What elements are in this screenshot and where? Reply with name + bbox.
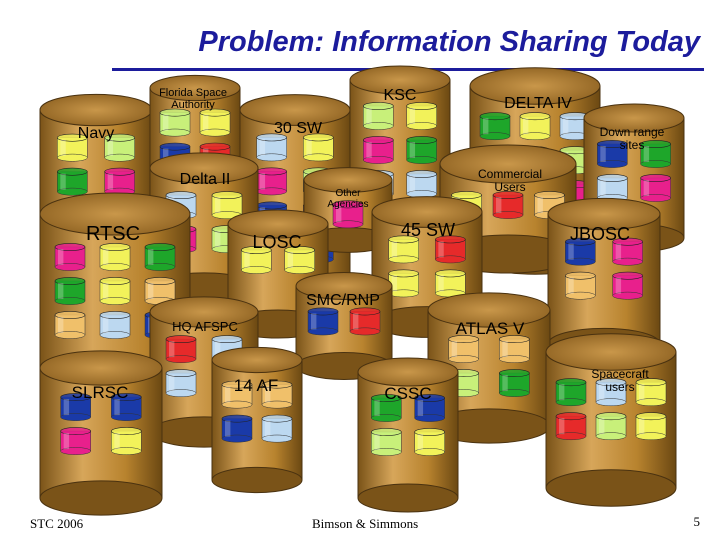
- data-store-icon: [388, 269, 419, 298]
- barrel-label-losc: LOSC: [252, 232, 301, 252]
- data-store-icon: [57, 133, 88, 162]
- page-number: 5: [693, 514, 701, 529]
- data-store-icon: [635, 378, 667, 407]
- data-store-icon: [54, 311, 86, 339]
- barrel-label-ksc: KSC: [384, 87, 417, 104]
- data-store-icon: [435, 235, 466, 264]
- barrel-label-jbosc: JBOSC: [570, 224, 630, 244]
- data-store-icon: [99, 277, 131, 305]
- slide-title: Problem: Information Sharing Today: [198, 26, 700, 58]
- data-store-icon: [241, 246, 272, 274]
- data-store-icon: [406, 102, 437, 130]
- data-store-icon: [349, 307, 381, 336]
- data-store-icon: [612, 271, 643, 300]
- data-store-icon: [414, 394, 445, 422]
- data-store-icon: [221, 414, 253, 443]
- data-store-icon: [54, 277, 86, 305]
- data-store-icon: [492, 191, 524, 219]
- data-store-icon: [303, 133, 334, 162]
- barrel-smcrnp: [295, 272, 393, 380]
- data-store-icon: [406, 136, 437, 164]
- data-store-icon: [111, 393, 142, 421]
- data-store-icon: [406, 170, 437, 198]
- data-store-icon: [555, 412, 587, 441]
- data-store-icon: [99, 311, 131, 339]
- data-store-icon: [144, 243, 176, 271]
- data-store-icon: [519, 112, 551, 141]
- data-store-icon: [595, 412, 627, 441]
- data-store-icon: [597, 174, 628, 202]
- data-store-icon: [363, 136, 394, 164]
- data-store-icon: [211, 191, 243, 219]
- barrel-slrsc: [39, 350, 163, 516]
- barrel-label-atlas5: ATLAS V: [456, 319, 525, 338]
- data-store-icon: [284, 246, 315, 274]
- barrel-label-smcrnp: SMC/RNP: [306, 292, 380, 309]
- data-store-icon: [612, 237, 643, 266]
- data-store-icon: [54, 243, 86, 271]
- data-store-icon: [635, 412, 667, 441]
- barrel-label-rtsc: RTSC: [86, 223, 140, 245]
- barrel-label-slrsc: SLRSC: [72, 383, 129, 402]
- data-store-icon: [165, 369, 197, 397]
- data-store-icon: [221, 380, 253, 409]
- barrel-label-delta2: Delta II: [180, 171, 231, 188]
- data-store-icon: [371, 428, 402, 456]
- barrel-spacecraft: [545, 333, 677, 507]
- data-store-icon: [371, 394, 402, 422]
- barrel-label-sw45: 45 SW: [401, 220, 455, 240]
- barrel-label-hqafspc: HQ AFSPC: [172, 319, 238, 334]
- barrel-label-af14: 14 AF: [234, 376, 278, 395]
- data-store-icon: [256, 133, 287, 162]
- data-store-icon: [640, 140, 671, 168]
- data-store-icon: [261, 380, 293, 409]
- data-store-icon: [307, 307, 339, 336]
- footer-event: STC 2006: [30, 516, 84, 531]
- data-store-icon: [99, 243, 131, 271]
- barrel-label-delta4: DELTA IV: [504, 95, 572, 112]
- data-store-icon: [555, 378, 587, 407]
- data-store-icon: [388, 235, 419, 264]
- data-store-icon: [165, 335, 197, 363]
- data-store-icon: [159, 108, 191, 137]
- barrel-label-cssc: CSSC: [384, 384, 431, 403]
- data-store-icon: [597, 140, 628, 168]
- data-store-icon: [60, 427, 91, 455]
- data-store-icon: [479, 112, 511, 141]
- data-store-icon: [565, 271, 596, 300]
- data-store-icon: [256, 167, 287, 196]
- barrel-label-navy: Navy: [78, 125, 114, 142]
- data-store-icon: [111, 427, 142, 455]
- data-store-icon: [565, 237, 596, 266]
- data-store-icon: [499, 335, 530, 363]
- footer-authors: Bimson & Simmons: [312, 516, 419, 531]
- data-store-icon: [448, 335, 479, 363]
- data-store-icon: [435, 269, 466, 298]
- barrel-cssc: [357, 357, 459, 513]
- data-store-icon: [595, 378, 627, 407]
- data-store-icon: [332, 200, 364, 229]
- data-store-icon: [60, 393, 91, 421]
- barrel-af14: [211, 346, 303, 494]
- barrel-label-sw30: 30 SW: [274, 120, 323, 137]
- data-store-icon: [261, 414, 293, 443]
- data-store-icon: [57, 167, 88, 196]
- data-store-icon: [414, 428, 445, 456]
- data-store-icon: [499, 369, 530, 397]
- data-store-icon: [559, 112, 591, 141]
- data-store-icon: [104, 133, 135, 162]
- data-store-icon: [640, 174, 671, 202]
- data-store-icon: [363, 102, 394, 130]
- data-store-icon: [199, 108, 231, 137]
- data-store-icon: [104, 167, 135, 196]
